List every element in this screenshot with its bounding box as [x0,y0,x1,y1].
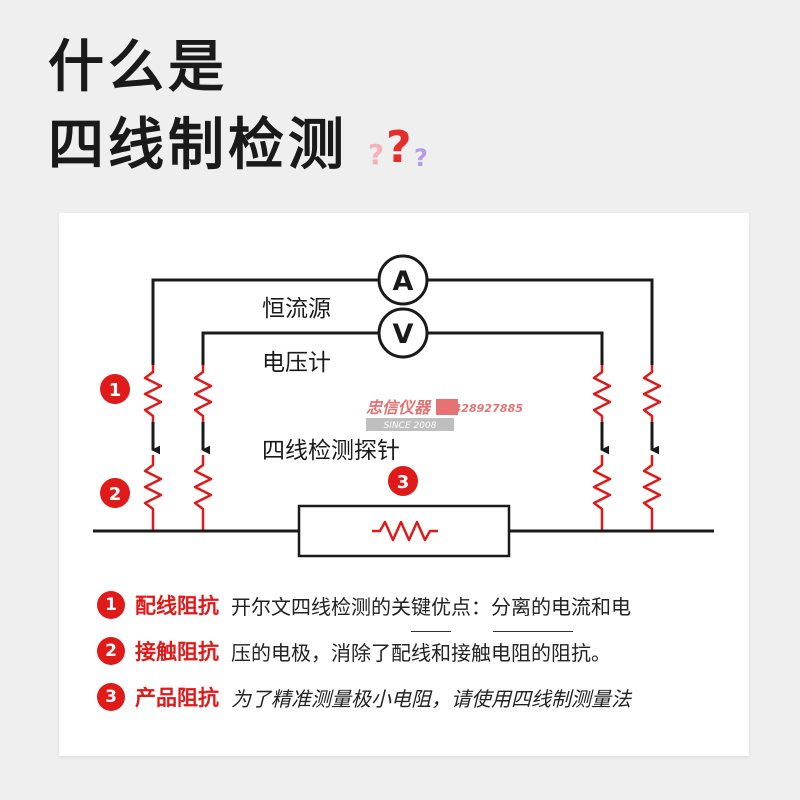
product-under-test [297,504,511,558]
probe-arrows [151,422,660,455]
underline-wiring [411,630,451,632]
page-title-line2: 四线制检测 [48,113,348,178]
svg-text:3: 3 [397,472,410,493]
ammeter-label: A [393,266,414,297]
current-loop-wire [151,278,654,365]
wiring-resistor-4 [642,365,662,422]
legend-item-3: 3 产品阻抗 为了精准测量极小电阻，请使用四线制测量法 [97,682,757,712]
product-resistor [372,520,438,542]
label-constant-current-source: 恒流源 [262,296,331,322]
legend-list: 1 配线阻抗 开尔文四线检测的关键优点：分离的电流和电 2 接触阻抗 压的电极，… [97,590,757,728]
ammeter: A [377,254,429,306]
watermark-phone: 13428927885 [438,402,523,415]
voltmeter: V [377,307,429,359]
legend-badge: 2 [97,637,125,665]
legend-badge: 3 [97,683,125,711]
wiring-resistors [143,365,662,422]
contact-resistor-3 [592,455,612,530]
page-title-line1: 什么是 [48,35,228,100]
watermark-since: SINCE 2008 [384,421,437,431]
label-voltmeter: 电压计 [262,350,331,376]
voltmeter-label: V [393,319,414,350]
legend-term: 产品阻抗 [135,686,219,710]
legend-term: 接触阻抗 [135,640,219,664]
legend-item-2: 2 接触阻抗 压的电极，消除了配线和接触电阻的阻抗。 [97,630,757,666]
contact-resistor-4 [642,455,662,530]
label-four-wire-probe: 四线检测探针 [262,438,400,464]
svg-text:?: ? [414,144,428,172]
legend-desc-text: 压的电极，消除了配线和接触电阻的阻抗。 [231,640,611,665]
contact-resistor-2 [193,455,213,530]
wiring-resistor-1 [143,365,163,422]
wiring-resistor-3 [592,365,612,422]
badge-2: 2 [100,478,130,508]
legend-item-1: 1 配线阻抗 开尔文四线检测的关键优点：分离的电流和电 [97,590,757,620]
contact-resistors [143,455,662,530]
contact-resistor-1 [143,455,163,530]
badge-3: 3 [388,466,418,496]
legend-desc: 为了精准测量极小电阻，请使用四线制测量法 [231,686,631,711]
watermark-brand: 忠信仪器 [366,398,432,417]
svg-text:?: ? [386,122,412,172]
legend-desc: 压的电极，消除了配线和接触电阻的阻抗。 [231,630,611,666]
four-wire-circuit-diagram: A V 恒流源 电压计 四线检测探针 1 2 [93,254,714,558]
badge-1: 1 [100,374,130,404]
legend-badge: 1 [97,591,125,619]
wiring-resistor-2 [193,365,213,422]
underline-contact [493,630,573,632]
question-marks-icon: ? ? ? [368,122,428,172]
legend-desc: 开尔文四线检测的关键优点：分离的电流和电 [231,594,631,619]
svg-text:1: 1 [109,380,122,401]
svg-text:?: ? [368,138,384,171]
legend-term: 配线阻抗 [135,594,219,618]
svg-text:2: 2 [109,484,122,505]
brand-watermark: 忠信仪器 13428927885 SINCE 2008 [366,398,523,431]
